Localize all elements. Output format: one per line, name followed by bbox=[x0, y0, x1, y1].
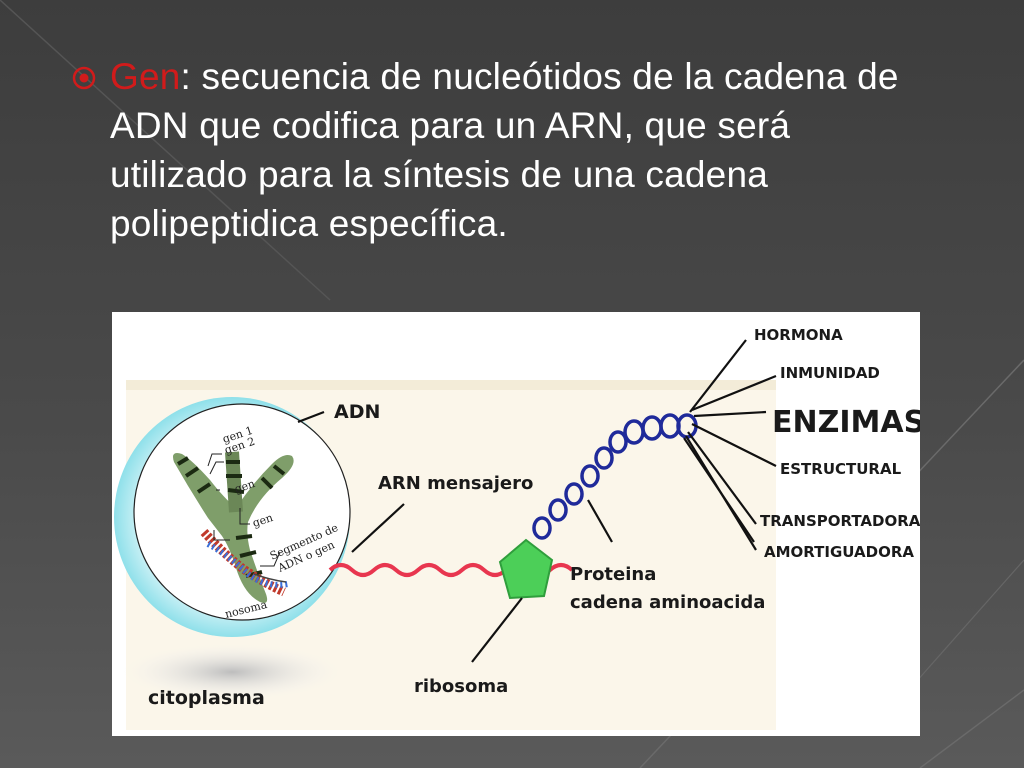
function-estructural: ESTRUCTURAL bbox=[780, 460, 902, 478]
function-hormona: HORMONA bbox=[754, 326, 843, 344]
bullet-icon bbox=[72, 66, 96, 90]
label-arn-mensajero: ARN mensajero bbox=[378, 473, 533, 494]
function-lines bbox=[683, 339, 777, 551]
bullet-definition: : secuencia de nucleótidos de la cadena … bbox=[110, 56, 899, 244]
cell-shadow bbox=[122, 644, 342, 700]
bullet-point: Gen: secuencia de nucleótidos de la cade… bbox=[72, 52, 932, 248]
gene-expression-diagram: gen 1 gen 2 gen gen Segmento de ADN o ge… bbox=[112, 312, 920, 736]
dna-helix bbox=[200, 528, 289, 597]
label-gen-b: gen bbox=[251, 511, 275, 530]
label-gen-a: gen bbox=[233, 477, 257, 496]
amino-acid-chain bbox=[532, 413, 698, 540]
label-citoplasma: citoplasma bbox=[148, 687, 265, 709]
function-transportadora: TRANSPORTADORA bbox=[760, 512, 920, 530]
label-cadena-aminoacida: cadena aminoacida bbox=[570, 592, 765, 613]
label-ribosoma: ribosoma bbox=[414, 676, 508, 697]
function-enzimas: ENZIMAS bbox=[772, 405, 920, 440]
label-proteina: Proteina bbox=[570, 564, 656, 585]
bullet-text: Gen: secuencia de nucleótidos de la cade… bbox=[110, 52, 932, 248]
function-inmunidad: INMUNIDAD bbox=[780, 364, 880, 382]
bullet-keyword: Gen bbox=[110, 56, 181, 97]
label-adn: ADN bbox=[334, 401, 380, 423]
ribosome bbox=[498, 538, 554, 600]
chromosome bbox=[173, 451, 294, 603]
function-amortiguadora: AMORTIGUADORA bbox=[764, 543, 914, 561]
